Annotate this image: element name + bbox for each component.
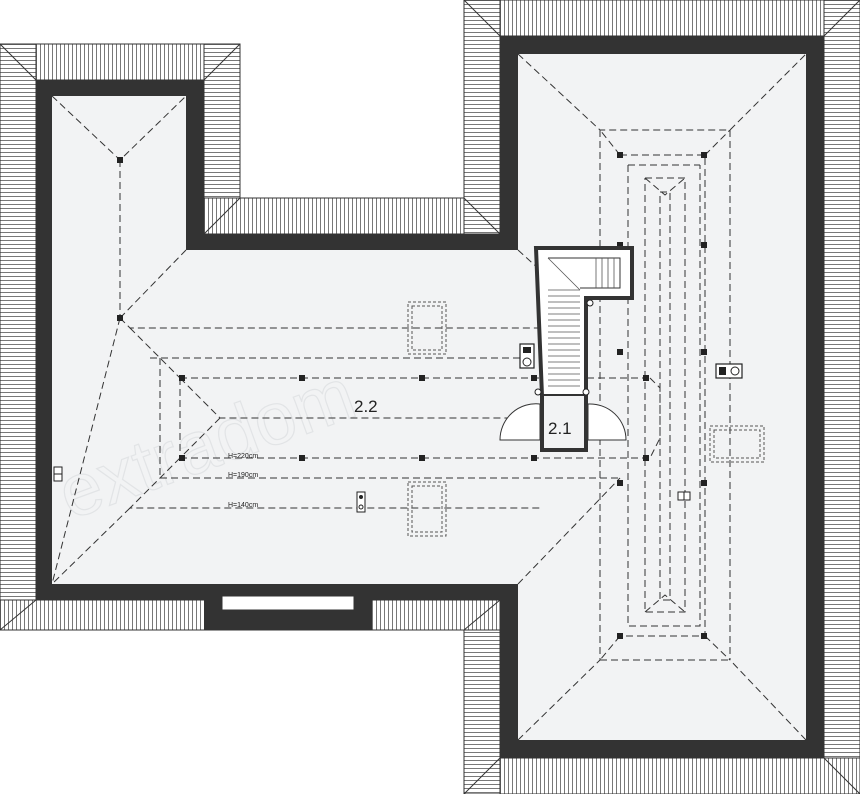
roof-windows (407, 301, 765, 537)
chimney-vents (53, 343, 743, 513)
height-label-220: H=220cm (228, 453, 258, 460)
hall-2-1 (499, 396, 627, 452)
attic-floor (52, 54, 806, 740)
roof-posts (117, 152, 707, 639)
balcony-door (221, 595, 355, 611)
staircase[interactable] (533, 246, 634, 398)
roof-structure-lines (51, 53, 807, 741)
room-label-2-1: 2.1 (548, 419, 572, 438)
height-label-140: H=140cm (228, 502, 258, 509)
room-label-2-2: 2.2 (354, 397, 378, 416)
height-label-190: H=190cm (228, 472, 258, 479)
